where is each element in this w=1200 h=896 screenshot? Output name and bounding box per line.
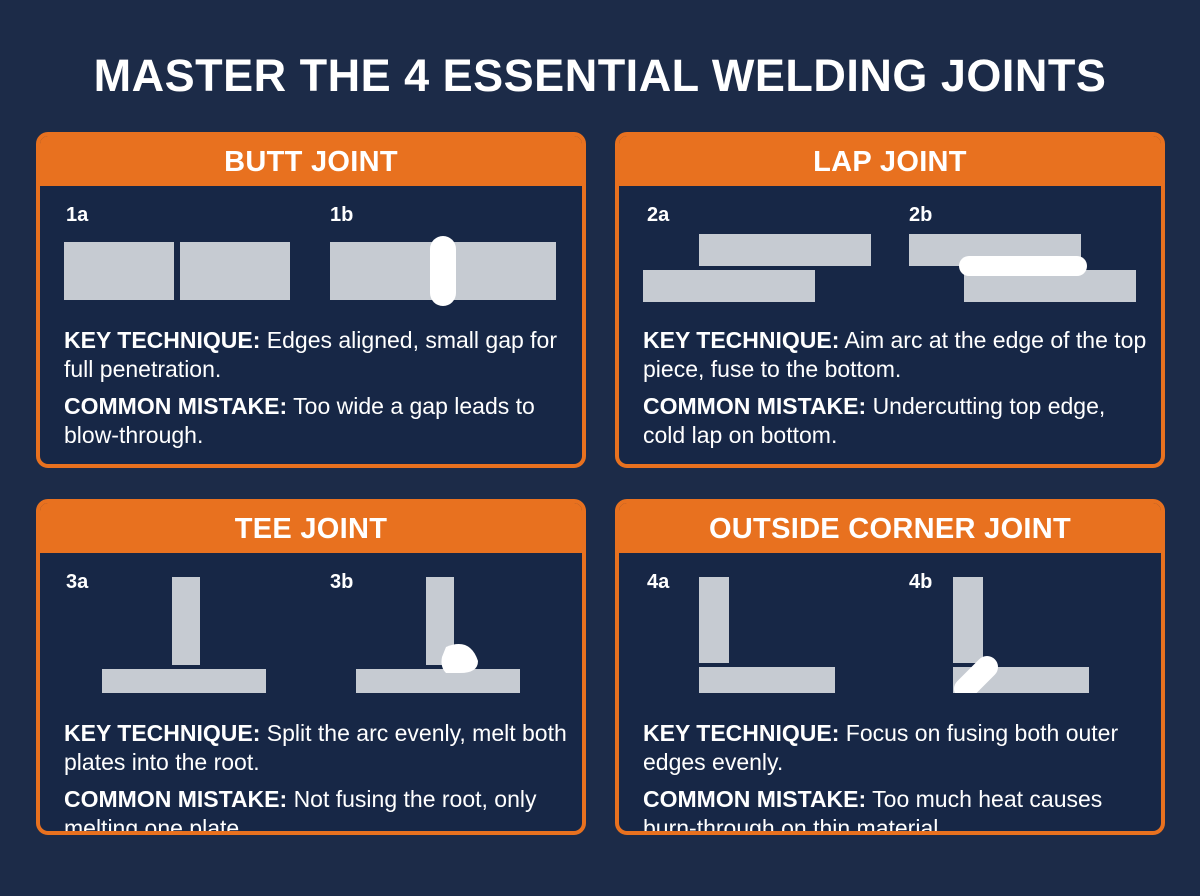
tee-joint-diagram: 3a 3b xyxy=(40,557,582,693)
weld-fillet-3b xyxy=(441,644,478,673)
common-mistake-lap: COMMON MISTAKE: Undercutting top edge, c… xyxy=(643,392,1153,450)
plate-left-1a xyxy=(64,242,174,300)
common-mistake-text: Undercutting top edge, cold lap on botto… xyxy=(643,393,1106,448)
common-mistake-butt: COMMON MISTAKE: Too wide a gap leads to … xyxy=(64,392,574,450)
butt-joint-diagram: 1a 1b xyxy=(40,190,582,326)
base-plate-3a xyxy=(102,669,266,693)
key-technique-lap: KEY TECHNIQUE: Aim arc at the edge of th… xyxy=(643,326,1153,384)
page-title: MASTER THE 4 ESSENTIAL WELDING JOINTS xyxy=(93,50,1107,101)
weld-bead-4b xyxy=(954,656,998,693)
card-header-butt-joint: BUTT JOINT xyxy=(40,136,582,186)
key-technique-corner: KEY TECHNIQUE: Focus on fusing both oute… xyxy=(643,719,1153,777)
step-label-4a: 4a xyxy=(647,571,670,593)
weld-bead-2b xyxy=(959,256,1087,276)
common-mistake-label: COMMON MISTAKE: xyxy=(64,393,288,419)
step-label-2a: 2a xyxy=(647,204,670,226)
common-mistake-label: COMMON MISTAKE: xyxy=(64,786,288,812)
tee-joint-card: TEE JOINT 3a 3b KEY TECHNIQUE: Split the… xyxy=(36,499,586,835)
common-mistake-text: Too wide a gap leads to blow-through. xyxy=(64,393,535,448)
card-header-lap-joint: LAP JOINT xyxy=(619,136,1161,186)
step-label-2b: 2b xyxy=(909,204,933,226)
vertical-plate-3a xyxy=(172,577,200,665)
bottom-plate-2a xyxy=(643,270,815,302)
lap-joint-card: LAP JOINT 2a 2b KEY TECHNIQUE: Aim arc a… xyxy=(615,132,1165,468)
common-mistake-corner: COMMON MISTAKE: Too much heat causes bur… xyxy=(643,785,1153,835)
outside-corner-joint-diagram: 4a 4b xyxy=(619,557,1161,693)
key-technique-label: KEY TECHNIQUE: xyxy=(643,327,840,353)
common-mistake-label: COMMON MISTAKE: xyxy=(643,786,867,812)
key-technique-text: Aim arc at the edge of the top piece, fu… xyxy=(643,327,1147,382)
tee-joint-svg xyxy=(102,577,520,693)
plate-right-1a xyxy=(180,242,290,300)
base-plate-3b xyxy=(356,669,520,693)
card-header-tee-joint: TEE JOINT xyxy=(40,503,582,553)
key-technique-text: Focus on fusing both outer edges evenly. xyxy=(643,720,1119,775)
step-label-3a: 3a xyxy=(66,571,89,593)
common-mistake-label: COMMON MISTAKE: xyxy=(643,393,867,419)
butt-joint-svg xyxy=(64,236,556,306)
horizontal-plate-4a xyxy=(699,667,835,693)
vertical-plate-4a xyxy=(699,577,729,663)
step-label-1a: 1a xyxy=(66,204,89,226)
outside-corner-joint-svg xyxy=(699,577,1089,693)
key-technique-label: KEY TECHNIQUE: xyxy=(64,720,261,746)
key-technique-text: Split the arc evenly, melt both plates i… xyxy=(64,720,567,775)
common-mistake-text: Not fusing the root, only melting one pl… xyxy=(64,786,537,835)
outside-corner-joint-card: OUTSIDE CORNER JOINT 4a 4b KEY TECHNIQUE… xyxy=(615,499,1165,835)
key-technique-tee: KEY TECHNIQUE: Split the arc evenly, mel… xyxy=(64,719,574,777)
vertical-plate-4b xyxy=(953,577,983,663)
key-technique-label: KEY TECHNIQUE: xyxy=(643,720,840,746)
step-label-1b: 1b xyxy=(330,204,354,226)
key-technique-text: Edges aligned, small gap for full penetr… xyxy=(64,327,558,382)
weld-bead-1b xyxy=(430,236,456,306)
lap-joint-diagram: 2a 2b xyxy=(619,190,1161,326)
lap-joint-svg xyxy=(643,234,1136,302)
step-label-4b: 4b xyxy=(909,571,933,593)
key-technique-butt: KEY TECHNIQUE: Edges aligned, small gap … xyxy=(64,326,574,384)
key-technique-label: KEY TECHNIQUE: xyxy=(64,327,261,353)
common-mistake-tee: COMMON MISTAKE: Not fusing the root, onl… xyxy=(64,785,574,835)
common-mistake-text: Too much heat causes burn-through on thi… xyxy=(643,786,1103,835)
top-plate-2a xyxy=(699,234,871,266)
butt-joint-card: BUTT JOINT 1a 1b KEY TECHNIQUE: Edges al… xyxy=(36,132,586,468)
step-label-3b: 3b xyxy=(330,571,354,593)
card-header-outside-corner-joint: OUTSIDE CORNER JOINT xyxy=(619,503,1161,553)
